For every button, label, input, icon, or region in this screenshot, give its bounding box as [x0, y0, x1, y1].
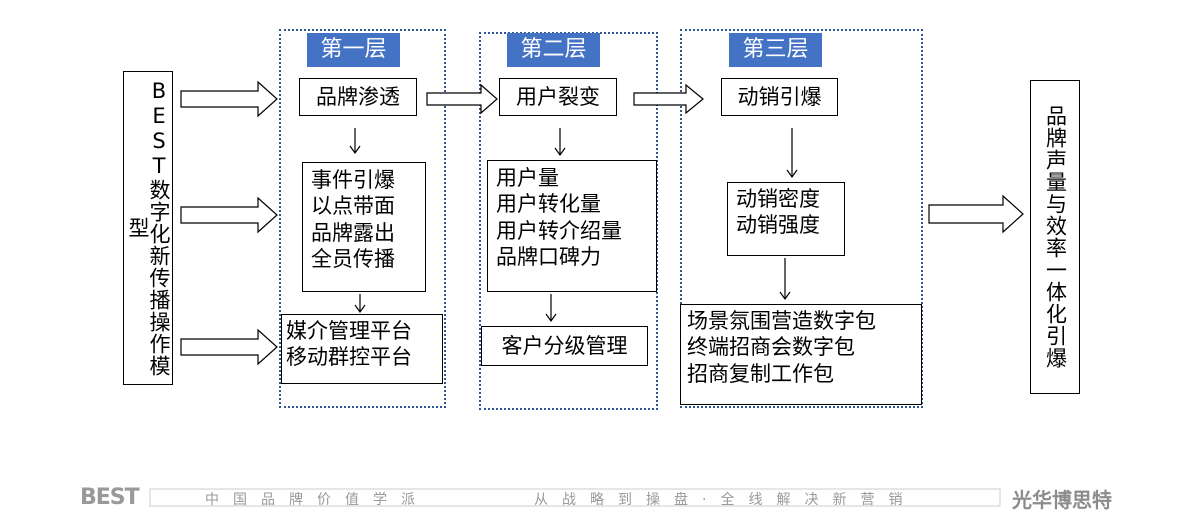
layer-3-middle-box: 动销密度 动销强度: [727, 182, 845, 256]
best-logo: BEST: [80, 485, 140, 510]
down-arrow-icon: [786, 128, 798, 179]
layer-3-top-box: 动销引爆: [721, 78, 838, 116]
model-title-box: BEST数字化新传播操作模型: [123, 71, 173, 385]
hollow-arrow-icon: [633, 83, 704, 115]
layer-3-middle-line: 动销强度: [736, 213, 820, 238]
layer-1-bottom-line: 移动群控平台: [286, 345, 412, 370]
hollow-arrow-icon: [180, 328, 278, 366]
layer-3-bottom-line: 招商复制工作包: [687, 361, 834, 386]
layer-3-header: 第三层: [729, 33, 822, 67]
outcome-box: 品牌声量与效率一体化引爆: [1030, 80, 1080, 394]
layer-2-top-label: 用户裂变: [516, 84, 600, 109]
layer-2-top-box: 用户裂变: [499, 78, 617, 116]
layer-3-panel: [680, 29, 923, 408]
layer-1-bottom-line: 媒介管理平台: [286, 319, 412, 343]
layer-2-middle-line: 用户量: [496, 166, 559, 190]
layer-2-bottom-box: 客户分级管理: [481, 326, 648, 366]
outcome-label: 品牌声量与效率一体化引爆: [1043, 105, 1068, 369]
down-arrow-icon: [779, 258, 791, 301]
layer-1-middle-line: 品牌露出: [311, 220, 395, 245]
footer-slogan-right: 从战略到操盘·全线解决新营销: [534, 492, 917, 508]
layer-1-top-label: 品牌渗透: [316, 84, 400, 109]
layer-2-middle-line: 用户转介绍量: [496, 218, 622, 243]
layer-1-top-box: 品牌渗透: [299, 78, 417, 116]
layer-3-top-label: 动销引爆: [737, 84, 822, 109]
layer-2-bottom-label: 客户分级管理: [501, 333, 628, 358]
layer-1-bottom-box: 媒介管理平台 移动群控平台: [281, 314, 443, 384]
layer-1-middle-line: 事件引爆: [311, 168, 395, 192]
layer-3-bottom-box: 场景氛围营造数字包 终端招商会数字包 招商复制工作包: [680, 304, 922, 405]
down-arrow-icon: [554, 128, 566, 157]
layer-1-middle-line: 以点带面: [311, 194, 395, 219]
layer-2-middle-box: 用户量 用户转化量 用户转介绍量 品牌口碑力: [487, 160, 657, 292]
layer-2-middle-line: 用户转化量: [496, 192, 601, 217]
down-arrow-icon: [545, 294, 557, 323]
down-arrow-icon: [349, 128, 361, 155]
footer-slogan-left: 中国品牌价值学派: [205, 492, 429, 508]
layer-3-middle-line: 动销密度: [736, 187, 820, 211]
hollow-arrow-icon: [928, 194, 1024, 234]
layer-1-header: 第一层: [307, 33, 400, 67]
layer-2-middle-line: 品牌口碑力: [496, 244, 601, 269]
down-arrow-icon: [354, 294, 366, 314]
layer-2-header: 第二层: [507, 33, 600, 67]
layer-1-middle-box: 事件引爆 以点带面 品牌露出 全员传播: [302, 162, 426, 292]
hollow-arrow-icon: [180, 196, 278, 234]
hollow-arrow-icon: [180, 80, 278, 118]
layer-1-panel: [279, 29, 446, 408]
hollow-arrow-icon: [426, 83, 498, 115]
company-name: 光华博思特: [1012, 488, 1112, 512]
layer-3-bottom-line: 场景氛围营造数字包: [687, 309, 876, 333]
layer-3-bottom-line: 终端招商会数字包: [687, 335, 855, 360]
layer-1-middle-line: 全员传播: [311, 246, 395, 271]
model-title: BEST数字化新传播操作模型: [126, 79, 171, 377]
